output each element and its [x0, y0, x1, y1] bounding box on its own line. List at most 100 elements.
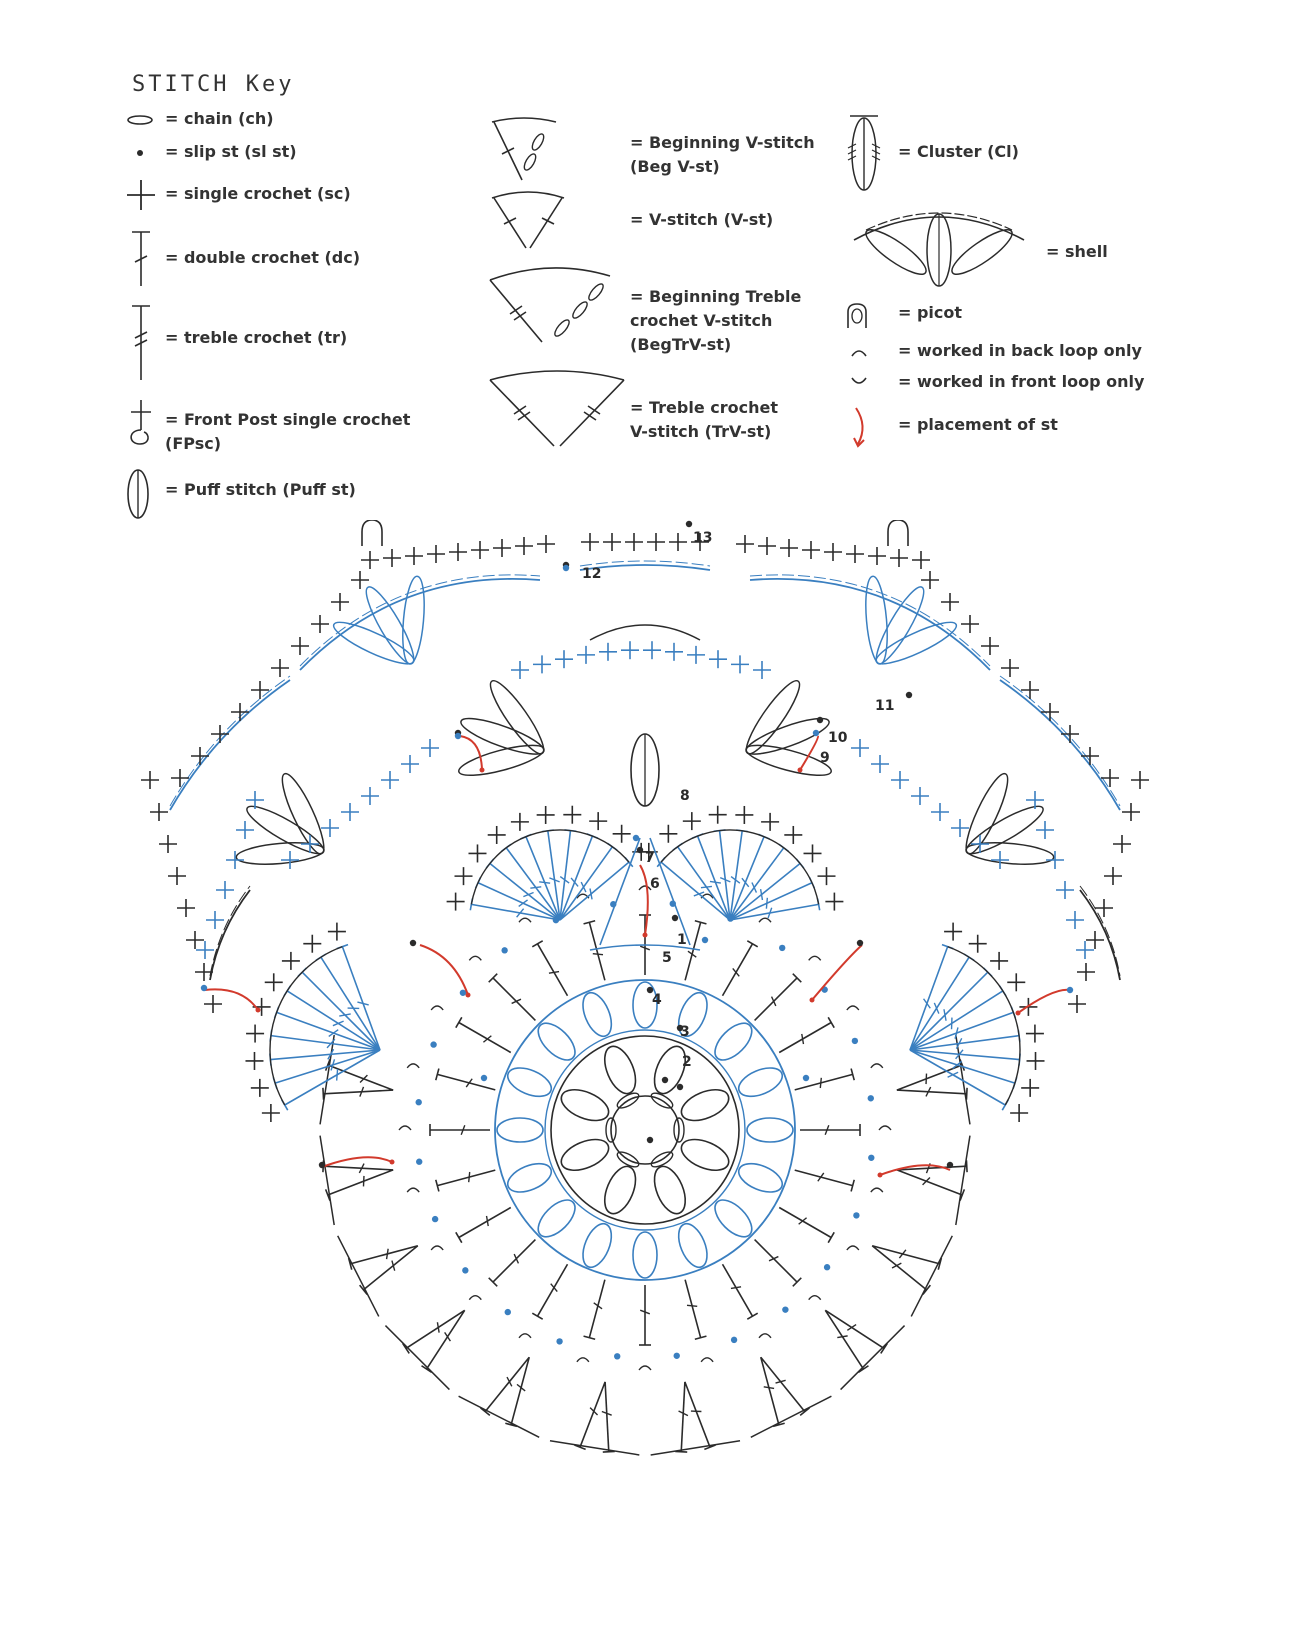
v-stitch-leg-bar — [516, 1383, 526, 1392]
front-loop-icon — [851, 377, 867, 384]
single-crochet-icon — [127, 180, 155, 210]
v-stitch-leg-top — [505, 1422, 518, 1428]
double-crochet — [754, 1239, 798, 1283]
v-stitch-top — [337, 1235, 380, 1317]
chain-stitch — [673, 1117, 685, 1143]
puff-stitch-round2 — [582, 1222, 613, 1269]
v-stitch-leg — [425, 1309, 466, 1370]
v-stitch-top — [319, 1135, 335, 1226]
double-crochet-bar — [485, 1215, 489, 1227]
double-crochet-bar — [550, 1283, 558, 1293]
placement-arrow — [419, 944, 469, 996]
back-loop-mark — [870, 1187, 884, 1193]
double-crochet-top — [746, 940, 759, 948]
cluster-icon — [847, 115, 881, 191]
fan-far-right — [909, 971, 989, 1051]
slip-stitch-dot — [661, 1076, 669, 1084]
fan-right — [729, 882, 813, 921]
fan-left-bar — [516, 908, 525, 918]
double-crochet — [458, 1021, 512, 1054]
double-crochet-top — [827, 1016, 835, 1029]
double-crochet-icon — [132, 231, 150, 286]
chain-icon — [127, 115, 153, 125]
puff-stitch-round2 — [677, 1222, 708, 1269]
round-number-2: 2 — [682, 1054, 692, 1070]
puff-stitch-round1 — [603, 1045, 637, 1095]
back-loop-icon — [851, 350, 867, 357]
fan-right-bar — [700, 885, 713, 889]
v-stitch-leg — [323, 1165, 394, 1171]
fan-far-left-bar — [330, 1059, 336, 1071]
label-shell: = shell — [1046, 242, 1108, 261]
slip-stitch-dot — [673, 1352, 680, 1359]
v-stitch-leg-top — [574, 1444, 586, 1451]
placement-arrow-head — [1015, 1010, 1021, 1016]
stitch-key-title: STITCH Key — [132, 72, 295, 97]
v-stitch-leg-top — [602, 1450, 615, 1453]
double-crochet-bar — [592, 953, 604, 956]
v-stitch-leg-top — [324, 1059, 331, 1071]
slip-stitch-dot — [646, 986, 654, 994]
picot-icon — [847, 303, 867, 328]
shell-stitch — [402, 575, 425, 665]
back-loop-mark — [518, 917, 532, 923]
v-stitch-top — [955, 1135, 971, 1226]
puff-stitch-round2 — [582, 991, 613, 1038]
v-stitch-top — [384, 1325, 450, 1391]
v-stitch-leg — [510, 1356, 531, 1426]
fan-right — [729, 836, 765, 921]
back-loop-mark — [518, 1333, 532, 1339]
double-crochet — [794, 1169, 853, 1187]
double-crochet-top — [792, 1277, 802, 1287]
fan-right-bar — [693, 891, 705, 897]
double-crochet-bar — [819, 1077, 822, 1089]
double-crochet — [754, 977, 798, 1021]
back-loop-mark — [406, 1187, 420, 1193]
double-crochet-top — [850, 1068, 855, 1081]
double-crochet — [684, 922, 702, 981]
double-crochet-bar — [770, 996, 777, 1007]
puff-stitch-round2 — [632, 981, 658, 1029]
outer-chain — [209, 889, 251, 981]
v-stitch-leg-bar — [506, 1376, 513, 1387]
chain-stitch — [650, 1151, 674, 1168]
fan-left — [489, 862, 561, 921]
label-begtrv: = Beginning Treble crochet V-stitch (Beg… — [630, 287, 802, 354]
placement-arrow — [204, 988, 259, 1011]
slip-stitch-dot — [867, 1095, 874, 1102]
v-stitch-leg — [327, 1064, 394, 1091]
fan-far-right-bar — [955, 1038, 963, 1050]
v-stitch-leg — [824, 1309, 885, 1350]
outer-chain-chain — [209, 885, 251, 977]
fan-far-left — [274, 1049, 381, 1084]
label-vst: = V-stitch (V-st) — [630, 210, 774, 229]
double-crochet-bar — [465, 1078, 473, 1088]
v-stitch-leg — [871, 1245, 928, 1291]
slip-stitch-dot — [671, 914, 679, 922]
puff-stitch-round2 — [746, 1117, 794, 1143]
fan-left — [471, 903, 561, 921]
fan-right-bar — [730, 875, 741, 884]
fan-far-right — [909, 946, 949, 1051]
v-stitch-leg-bar — [359, 1074, 368, 1084]
fan-far-right-bar — [952, 1060, 963, 1070]
v-stitch-leg-top — [402, 1342, 410, 1354]
double-crochet — [458, 1206, 512, 1239]
fan-far-left-arc — [269, 945, 343, 1106]
beginning-v-stitch-icon — [491, 117, 557, 181]
fan-far-left-bar — [335, 1068, 339, 1081]
fan-left — [525, 836, 561, 921]
slip-stitch-dot-blue — [480, 1074, 488, 1082]
round2-outline — [494, 979, 796, 1281]
v-stitch-leg-bar — [775, 1379, 786, 1384]
fan-far-left — [270, 1049, 381, 1061]
shell-stitch — [460, 717, 545, 755]
round-number-6: 6 — [650, 876, 660, 892]
v-stitch-leg-top — [324, 1189, 331, 1201]
slip-stitch-dot — [614, 1353, 621, 1360]
round1-outline — [550, 1035, 740, 1225]
center-ring — [610, 1095, 680, 1165]
double-crochet-top — [435, 1179, 440, 1192]
fan-left-bar — [539, 881, 551, 884]
back-loop-mark — [576, 1357, 590, 1363]
